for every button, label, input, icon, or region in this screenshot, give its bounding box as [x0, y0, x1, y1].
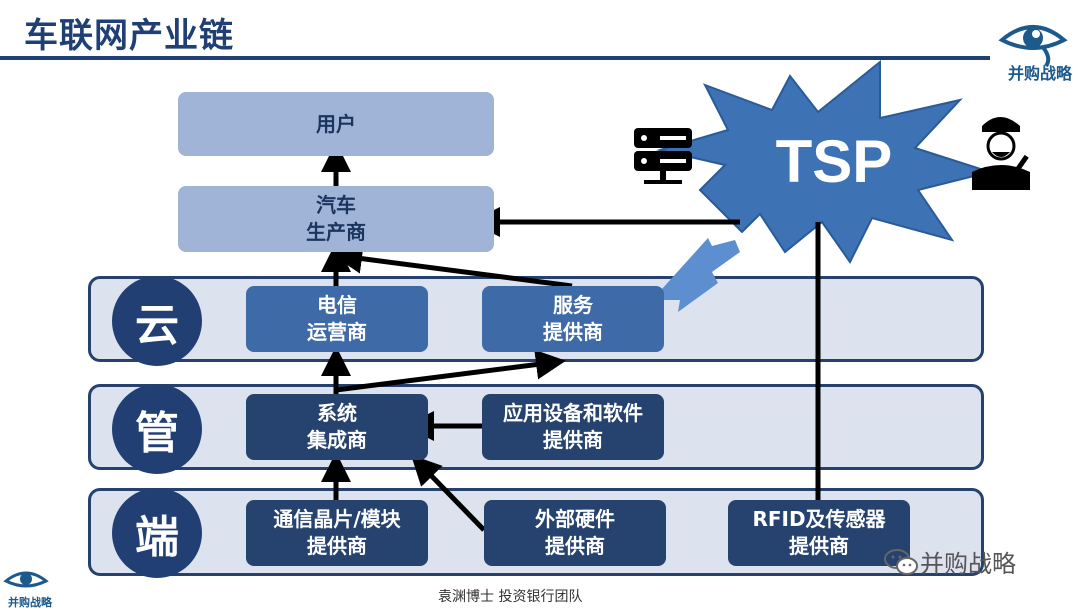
service-box: 服务 提供商	[482, 286, 664, 352]
telecom-label-line2: 运营商	[307, 320, 367, 344]
hardware-box: 外部硬件 提供商	[484, 500, 666, 566]
server-icon	[634, 128, 692, 184]
telecom-label-line1: 电信	[317, 293, 357, 317]
page-title: 车联网产业链	[24, 16, 234, 56]
integrator-label-line2: 集成商	[307, 428, 367, 452]
user-box: 用户	[178, 92, 494, 156]
cloud-tier-label: 云	[112, 276, 202, 366]
hardware-label-line1: 外部硬件	[535, 507, 615, 531]
rfid-box: RFID及传感器 提供商	[728, 500, 910, 566]
eye-logo-icon	[998, 25, 1068, 68]
wechat-account-label: 并购战略	[920, 550, 1016, 578]
integrator-label-line1: 系统	[317, 401, 357, 425]
mechanic-icon	[972, 117, 1030, 190]
hardware-to-integrator-arrow	[411, 454, 486, 532]
pipe-tier-label: 管	[112, 384, 202, 474]
eye-logo-small-icon	[3, 571, 49, 588]
hardware-label-line2: 提供商	[545, 534, 605, 558]
chip-label-line1: 通信晶片/模块	[273, 507, 401, 531]
rfid-label-line2: 提供商	[789, 534, 849, 558]
bottom-logo-text: 并购战略	[8, 596, 52, 609]
user-label: 用户	[316, 111, 356, 136]
telecom-box: 电信 运营商	[246, 286, 428, 352]
oem-box: 汽车 生产商	[178, 186, 494, 252]
footer-credit: 袁渊博士 投资银行团队	[438, 589, 583, 605]
oem-label-line1: 汽车	[316, 193, 356, 217]
chip-box: 通信晶片/模块 提供商	[246, 500, 428, 566]
service-to-oem-arrow	[332, 243, 573, 289]
integrator-box: 系统 集成商	[246, 394, 428, 460]
oem-label-line2: 生产商	[306, 220, 366, 244]
app-software-label-line2: 提供商	[543, 428, 603, 452]
title-underline	[0, 56, 990, 60]
wechat-icon	[884, 549, 918, 575]
app-software-label-line1: 应用设备和软件	[503, 401, 643, 425]
chip-label-line2: 提供商	[307, 534, 367, 558]
service-label-line1: 服务	[553, 293, 593, 317]
logo-text: 并购战略	[1007, 64, 1072, 83]
integrator-to-service-arrow	[335, 349, 566, 393]
rfid-label-line1: RFID及传感器	[752, 507, 886, 531]
tsp-starburst	[656, 59, 994, 264]
end-tier-label: 端	[112, 488, 202, 578]
app-software-box: 应用设备和软件 提供商	[482, 394, 664, 460]
service-label-line2: 提供商	[543, 320, 603, 344]
tsp-to-service-arrow	[652, 238, 740, 312]
tsp-label: TSP	[776, 128, 893, 195]
